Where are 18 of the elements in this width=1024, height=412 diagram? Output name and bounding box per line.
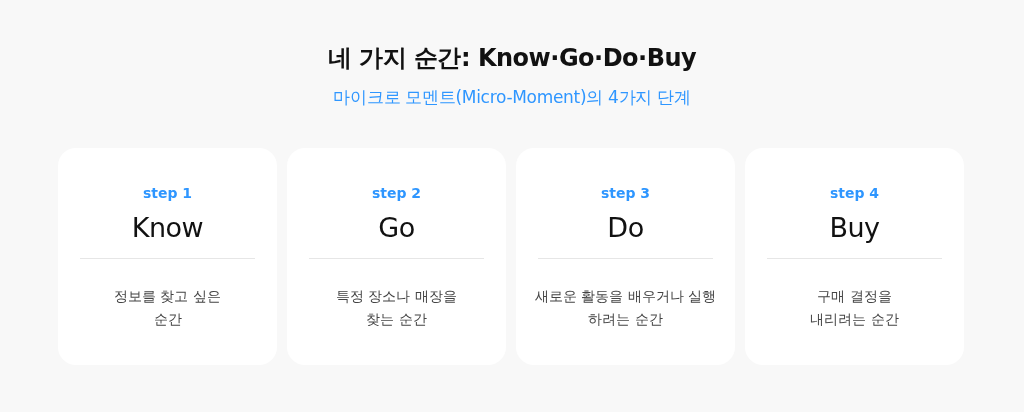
step-name: Know xyxy=(131,212,204,243)
step-card xyxy=(58,148,277,365)
step-label: step 3 xyxy=(600,185,651,201)
step-description: 새로운 활동을 배우거나 실행 하려는 순간 xyxy=(533,287,718,329)
step-name: Buy xyxy=(829,212,880,243)
step-label: step 4 xyxy=(829,185,880,201)
step-card xyxy=(287,148,506,365)
subtitle: 마이크로 모멘트(Micro-Moment)의 4가지 단계 xyxy=(333,87,691,107)
step-description: 구매 결정을 내리려는 순간 xyxy=(809,287,900,329)
step-label: step 1 xyxy=(142,185,193,201)
step-name: Do xyxy=(607,212,644,243)
step-label: step 2 xyxy=(371,185,422,201)
step-name: Go xyxy=(378,212,415,243)
step-card xyxy=(516,148,735,365)
step-card xyxy=(745,148,964,365)
step-description: 정보를 찾고 싶은 순간 xyxy=(113,287,222,329)
title: 네 가지 순간: Know·Go·Do·Buy xyxy=(327,44,697,72)
step-description: 특정 장소나 매장을 찾는 순간 xyxy=(335,287,458,329)
